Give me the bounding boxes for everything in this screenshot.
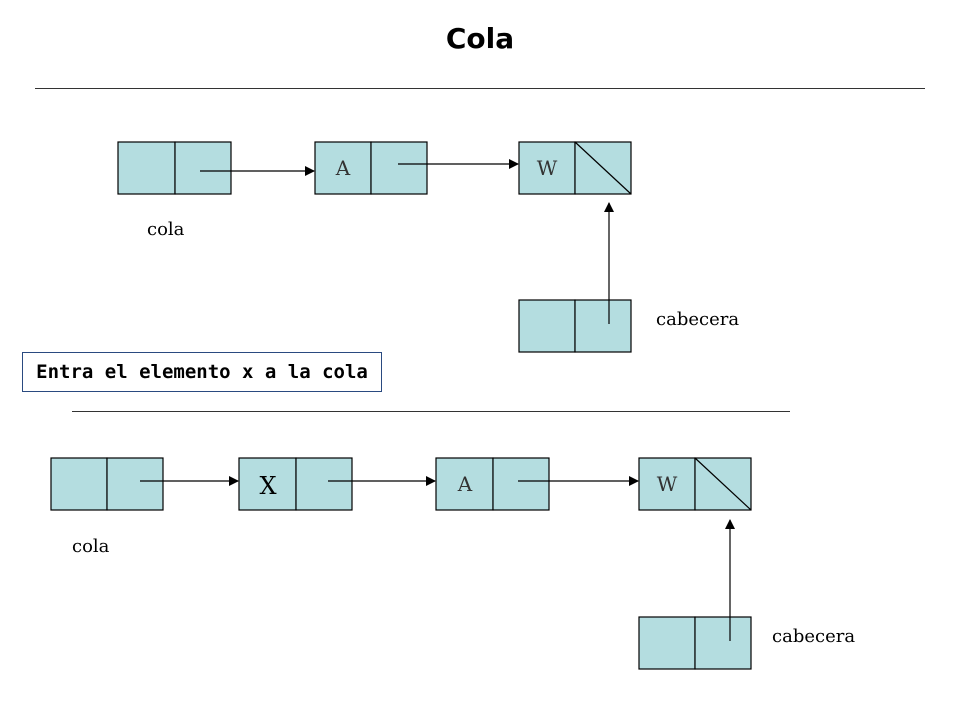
top-cola-label: cola (147, 219, 185, 240)
top-node-w-value: W (537, 156, 558, 180)
top-node-a-value: A (335, 156, 351, 180)
bottom-node-x: X (238, 457, 353, 511)
bottom-node-cabecera (638, 616, 752, 670)
caption-box: Entra el elemento x a la cola (22, 352, 382, 392)
top-node-cabecera (518, 299, 632, 353)
middle-divider (72, 411, 790, 412)
bottom-node-w-value: W (657, 472, 678, 496)
bottom-node-cola (50, 457, 164, 511)
top-node-cola (117, 141, 232, 195)
page-title: Cola (445, 22, 515, 55)
bottom-node-a-value: A (457, 472, 473, 496)
bottom-cola-label: cola (72, 536, 110, 557)
bottom-cabecera-label: cabecera (772, 626, 856, 647)
bottom-node-w: W (638, 457, 752, 511)
top-divider (35, 88, 925, 89)
top-cabecera-label: cabecera (656, 309, 740, 330)
bottom-node-a: A (435, 457, 550, 511)
top-node-a: A (314, 141, 428, 195)
top-node-w: W (518, 141, 632, 195)
bottom-node-x-value: X (259, 472, 276, 500)
caption-text: Entra el elemento x a la cola (36, 361, 368, 383)
